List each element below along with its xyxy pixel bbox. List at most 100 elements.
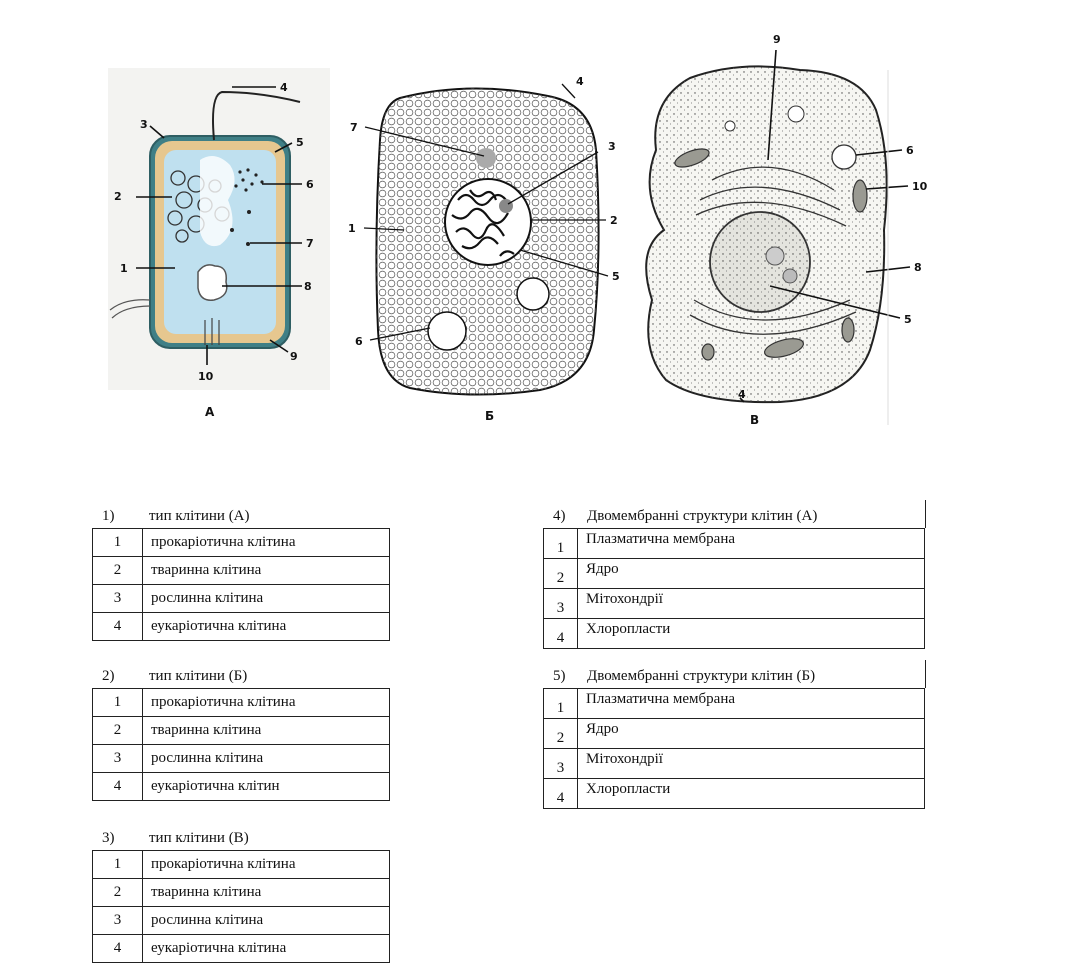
question-number: 3) bbox=[102, 830, 115, 846]
option-number: 3 bbox=[543, 588, 578, 619]
label-c-9: 9 bbox=[773, 33, 781, 46]
label-b-4: 4 bbox=[576, 75, 584, 88]
option-text: Плазматична мембрана bbox=[577, 688, 925, 719]
label-c-5: 5 bbox=[904, 313, 912, 326]
option-number: 4 bbox=[543, 778, 578, 809]
option-text: Плазматична мембрана bbox=[577, 528, 925, 559]
caption-c: В bbox=[750, 413, 759, 427]
label-b-7: 7 bbox=[350, 121, 358, 134]
label-b-5: 5 bbox=[612, 270, 620, 283]
label-a-1: 1 bbox=[120, 262, 128, 275]
label-a-5: 5 bbox=[296, 136, 304, 149]
option-number: 4 bbox=[92, 934, 143, 963]
option-text: рослинна клітина bbox=[142, 744, 390, 773]
label-a-4: 4 bbox=[280, 81, 288, 94]
question-number: 5) bbox=[553, 668, 566, 684]
question-number: 2) bbox=[102, 668, 115, 684]
option-text: Мітохондрії bbox=[577, 748, 925, 779]
option-number: 2 bbox=[92, 556, 143, 585]
label-c-4: 4 bbox=[738, 388, 746, 401]
option-number: 1 bbox=[92, 850, 143, 879]
option-text: еукаріотична клітина bbox=[142, 934, 390, 963]
cell-diagrams-figure: 4 3 5 6 2 7 1 8 9 10 А bbox=[108, 33, 928, 427]
option-number: 4 bbox=[543, 618, 578, 649]
option-number: 4 bbox=[92, 772, 143, 801]
question-title: тип клітини (Б) bbox=[149, 668, 248, 684]
option-number: 3 bbox=[92, 906, 143, 935]
question-title: Двомембранні структури клітин (А) bbox=[587, 508, 818, 524]
label-a-6: 6 bbox=[306, 178, 314, 191]
option-text: тваринна клітина bbox=[142, 716, 390, 745]
label-a-3: 3 bbox=[140, 118, 148, 131]
option-number: 2 bbox=[543, 718, 578, 749]
option-number: 2 bbox=[543, 558, 578, 589]
option-number: 1 bbox=[92, 688, 143, 717]
question-title: тип клітини (В) bbox=[149, 830, 249, 846]
option-number: 3 bbox=[543, 748, 578, 779]
question-title: тип клітини (А) bbox=[149, 508, 250, 524]
label-c-8: 8 bbox=[914, 261, 922, 274]
question-number: 4) bbox=[553, 508, 566, 524]
option-text: еукаріотична клітина bbox=[142, 612, 390, 641]
option-number: 1 bbox=[543, 528, 578, 559]
label-c-6: 6 bbox=[906, 144, 914, 157]
option-number: 2 bbox=[92, 716, 143, 745]
option-text: Ядро bbox=[577, 558, 925, 589]
label-a-8: 8 bbox=[304, 280, 312, 293]
plant-cell-diagram: 7 4 3 1 2 5 6 Б bbox=[348, 75, 620, 423]
option-text: тваринна клітина bbox=[142, 878, 390, 907]
question-title: Двомембранні структури клітин (Б) bbox=[587, 668, 816, 684]
label-b-2: 2 bbox=[610, 214, 618, 227]
question-number: 1) bbox=[102, 508, 115, 524]
label-a-9: 9 bbox=[290, 350, 298, 363]
option-text: Ядро bbox=[577, 718, 925, 749]
option-text: Мітохондрії bbox=[577, 588, 925, 619]
label-b-6: 6 bbox=[355, 335, 363, 348]
label-b-3: 3 bbox=[608, 140, 616, 153]
label-b-1: 1 bbox=[348, 222, 356, 235]
option-text: прокаріотична клітина bbox=[142, 688, 390, 717]
option-number: 1 bbox=[543, 688, 578, 719]
option-text: прокаріотична клітина bbox=[142, 850, 390, 879]
option-number: 1 bbox=[92, 528, 143, 557]
label-c-10: 10 bbox=[912, 180, 928, 193]
animal-cell-diagram: 9 6 10 8 5 4 В bbox=[645, 33, 928, 427]
label-a-10: 10 bbox=[198, 370, 214, 383]
caption-a: А bbox=[205, 405, 215, 419]
option-text: рослинна клітина bbox=[142, 584, 390, 613]
caption-b: Б bbox=[485, 409, 494, 423]
option-text: еукаріотична клітин bbox=[142, 772, 390, 801]
option-number: 4 bbox=[92, 612, 143, 641]
option-text: Хлоропласти bbox=[577, 778, 925, 809]
option-number: 3 bbox=[92, 584, 143, 613]
